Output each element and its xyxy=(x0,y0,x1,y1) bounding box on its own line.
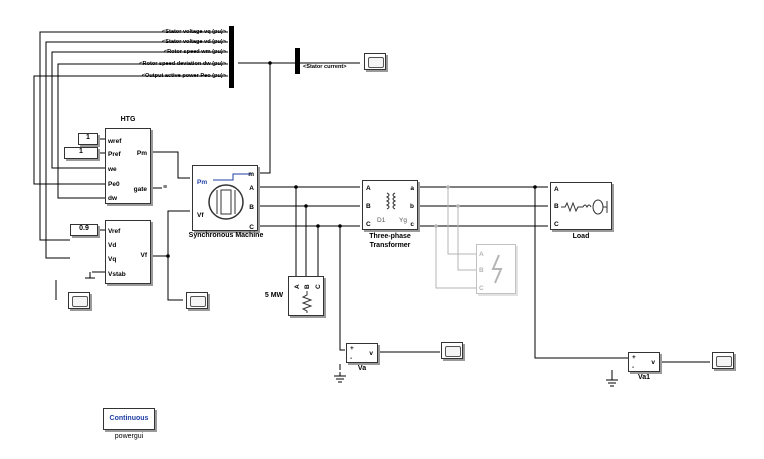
htg-port-pref: Pref xyxy=(108,151,121,158)
va1-plus: + xyxy=(632,354,636,361)
xfmr-port-c-lower: c xyxy=(410,221,414,228)
va1-out: v xyxy=(651,359,655,366)
xfmr-port-a: A xyxy=(366,185,371,192)
vref-constant[interactable]: 0.9 xyxy=(70,224,98,236)
exciter-port-vq: Vq xyxy=(108,256,117,263)
machine-title: Synchronous Machine xyxy=(188,232,264,239)
machine-port-m: m xyxy=(248,171,254,178)
bus-signal-dw: <Rotor speed deviation dw (pu)> xyxy=(139,61,226,67)
va1-scope[interactable] xyxy=(712,352,734,369)
machine-port-b: B xyxy=(249,204,254,211)
va-scope[interactable] xyxy=(441,342,463,359)
va-plus: + xyxy=(350,345,354,352)
load-port-c: C xyxy=(554,221,559,228)
resistive-load-block[interactable]: A B C xyxy=(288,276,324,316)
va1-title: Va1 xyxy=(637,374,651,381)
htg-port-dw: dw xyxy=(108,195,118,202)
resistor-icon xyxy=(301,291,313,313)
synchronous-machine-block[interactable]: Pm Vf m A B C xyxy=(192,165,258,231)
xfmr-d1-label: D1 xyxy=(377,217,386,224)
xfmr-port-b: B xyxy=(366,203,371,210)
htg-block[interactable]: wref Pref we Pe0 dw Pm gate xyxy=(105,128,151,204)
wire-vd xyxy=(45,41,228,259)
exciter-port-vref: Vref xyxy=(108,228,121,235)
exciter-block[interactable]: Vref Vd Vq Vstab Vf xyxy=(105,220,151,284)
wire-m-to-bus xyxy=(238,62,271,174)
lightning-icon xyxy=(491,254,503,284)
machine-port-vf: Vf xyxy=(197,212,204,219)
pref-constant[interactable]: 1 xyxy=(64,147,98,159)
machine-port-c: C xyxy=(249,224,254,231)
va-out: v xyxy=(369,350,373,357)
powergui-title: powergui xyxy=(114,433,144,440)
xfmr-port-b-lower: b xyxy=(410,203,414,210)
va-measurement-block[interactable]: + - v xyxy=(346,343,378,363)
rlc-load-icon xyxy=(561,199,608,215)
transformer-title-2: Transformer xyxy=(369,242,411,249)
htg-port-gate: gate xyxy=(133,186,147,193)
wire-pm xyxy=(150,151,190,179)
wire-peo xyxy=(33,75,228,185)
htg-port-pm: Pm xyxy=(136,150,147,157)
bus-signal-vd: <Stator voltage vd (pu)> xyxy=(161,39,226,45)
wire-dw xyxy=(57,63,228,199)
bus-signal-vq: <Stator voltage vq (pu)> xyxy=(161,29,226,35)
load-port-b: B xyxy=(554,203,559,210)
vf-scope[interactable] xyxy=(186,292,208,309)
powergui-block[interactable]: Continuous xyxy=(103,408,155,430)
machine-port-pm: Pm xyxy=(197,179,208,186)
exciter-port-vstab: Vstab xyxy=(108,271,126,278)
xfmr-port-a-lower: a xyxy=(410,185,414,192)
load-block[interactable]: A B C xyxy=(550,182,612,230)
stator-current-selector[interactable] xyxy=(295,48,300,74)
fault-port-c: C xyxy=(479,285,484,292)
gate-terminator-icon: ≡ xyxy=(163,184,168,191)
machine-port-a: A xyxy=(249,185,254,192)
fault-port-b: B xyxy=(479,267,484,274)
va1-minus: - xyxy=(632,364,635,371)
htg-scope[interactable] xyxy=(68,292,90,309)
wire-wm xyxy=(51,51,228,169)
wire-vq xyxy=(39,31,228,241)
wire-vf xyxy=(150,210,190,257)
transformer-coil-icon xyxy=(385,192,397,210)
load-title: Load xyxy=(572,233,590,240)
va-minus: - xyxy=(350,355,353,362)
htg-port-wref: wref xyxy=(108,138,122,145)
bus-selector[interactable] xyxy=(229,26,234,88)
va-title: Va xyxy=(357,365,367,372)
fault-port-a: A xyxy=(479,251,484,258)
va1-measurement-block[interactable]: + - v xyxy=(628,352,660,372)
load-port-a: A xyxy=(554,186,559,193)
xfmr-yg-label: Yg xyxy=(399,217,407,224)
exciter-port-vf: Vf xyxy=(140,252,148,259)
htg-port-we: we xyxy=(108,166,117,173)
wref-constant[interactable]: 1 xyxy=(78,133,98,145)
bus-signal-peo: <Output active power Peo (pu)> xyxy=(141,73,226,79)
htg-port-pe0: Pe0 xyxy=(108,181,120,188)
fault-block[interactable]: A B C xyxy=(476,244,516,294)
exciter-port-vd: Vd xyxy=(108,242,117,249)
resistive-load-title: 5 MW xyxy=(264,292,284,299)
htg-title: HTG xyxy=(120,116,136,123)
stator-current-label: <Stator current> xyxy=(303,64,347,70)
transformer-block[interactable]: A B C a b c D1 Yg xyxy=(362,180,418,230)
xfmr-port-c: C xyxy=(366,221,371,228)
machine-rotor-icon xyxy=(208,173,251,220)
stator-current-scope[interactable] xyxy=(364,53,386,70)
transformer-title-1: Three-phase xyxy=(369,233,411,240)
bus-signal-wm: <Rotor speed wm (pu)> xyxy=(163,49,226,55)
